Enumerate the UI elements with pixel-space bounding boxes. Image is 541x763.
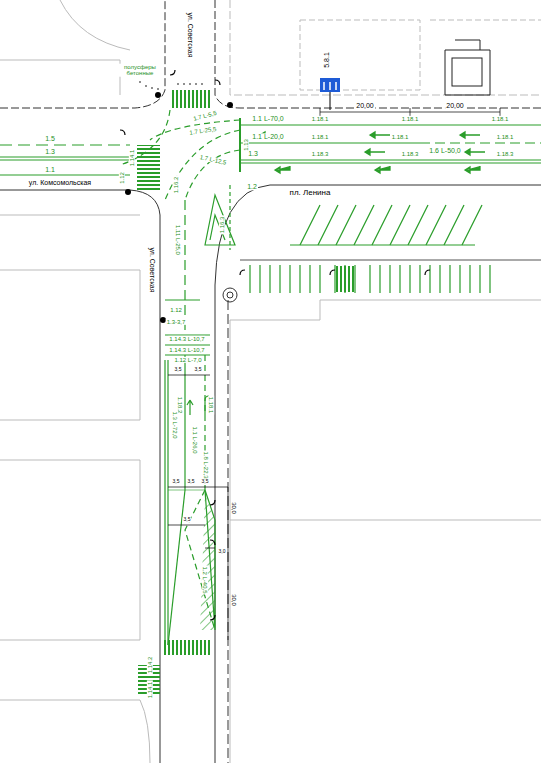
marking-label: 1.12 L-7,0 [173,357,202,363]
marking-label: 3,0 [218,549,227,554]
marking-label: 1.6 L-50,0 [428,147,462,154]
marking-label: ул. Советская [148,246,155,293]
marking-label: полусферы бетонные [117,64,163,77]
marking-label: 1.1 L-20,0 [251,133,285,140]
marking-label: 1.1 L-26,0 [192,425,198,454]
marking-label: 1.14.3 L-10,7 [168,347,205,353]
marking-label: 1.11 L-25,0 [175,224,181,256]
marking-label: 1.5 [44,135,56,142]
marking-label: 1.18.1 [496,134,515,140]
marking-label: 1.7 L-12,5 [198,154,228,166]
marking-label: 1.13 [243,138,249,152]
marking-label: 1.12 [169,307,183,313]
marking-label: 1.18.1 [391,134,410,140]
marking-label: 1.1 L-70,0 [251,115,285,122]
marking-label: 1.7 L-25,5 [188,126,218,136]
marking-label: 1.18.3 [496,151,515,157]
marking-label: пл. Ленина [289,189,332,197]
marking-label: 1.18.1 [401,116,420,122]
marking-label: 1.16.2 [173,176,179,195]
marking-label: 1.12 [119,171,125,185]
marking-label: 20,00 [445,102,465,109]
marking-label: 1.18.1 [311,134,330,140]
marking-label: 1.18.1 [208,396,214,415]
marking-label: 3,5 [201,479,210,484]
marking-label: ул. Комсомольская [28,179,92,186]
marking-label: 5.8.1 [323,51,330,69]
marking-label: 1.16.3 [219,216,225,235]
marking-label: 1.18.3 [311,151,330,157]
marking-label: 1.1 [44,166,56,173]
marking-label: 1.14.2 [147,656,153,675]
marking-label: 3,5 [187,479,196,484]
marking-label: 3,5 [194,367,203,372]
marking-label: 3,5 [172,479,181,484]
marking-label: 1.18.1 [311,116,330,122]
marking-label: 3,5 [183,517,192,522]
marking-label: 1.2 L-40,5 [202,565,208,594]
road-sign [320,78,340,110]
marking-label: 1.3 [44,148,56,155]
marking-label: 1.18.1 [491,116,510,122]
marking-label: 1.14.1 [129,149,135,168]
marking-label: 1.2 [246,183,258,190]
marking-label: 30,0 [231,501,237,515]
marking-label: 3,5 [174,367,183,372]
marking-label: 1.8 L-22,3 [203,450,209,479]
marking-label: 1.3 L-72,0 [172,410,178,439]
marking-label: 30,0 [231,593,237,607]
marking-label: 1.7 L-5,5 [192,110,218,123]
marking-label: 1.14.3 L-10,7 [168,336,205,342]
marking-label: 20,00 [355,102,375,109]
marking-label: 1.18.3 [401,151,420,157]
marking-label: ул. Советская [186,11,193,58]
marking-label: 1.3-3,7 [166,319,187,325]
marking-label: 1.14.1 [147,681,153,700]
